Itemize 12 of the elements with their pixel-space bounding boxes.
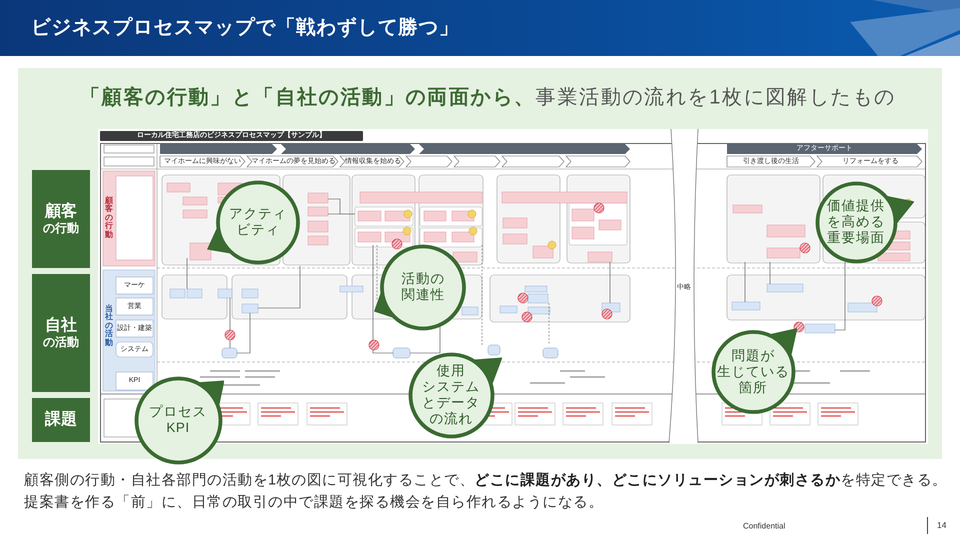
lane-label: 当社の活動 bbox=[105, 305, 113, 347]
body-text: 提案書を作る「前」に、日常の取引の中で課題を探る機会を自ら作れるようになる。 bbox=[24, 494, 604, 512]
category-band: 自社 の活動 bbox=[32, 274, 90, 392]
category-band: 課題 bbox=[32, 398, 90, 442]
body-text: 顧客側の行動・自社各部門の活動を1枚の図に可視化することで、どこに課題があり、どこにソリューションが刺さるかを特定できる。 bbox=[24, 472, 948, 490]
footer-text: Confidential bbox=[743, 521, 786, 531]
callout-bubble: 問題が生じている箇所 bbox=[710, 328, 797, 414]
lane-label: 顧客の行動 bbox=[105, 197, 113, 239]
category-band: 顧客 の行動 bbox=[32, 170, 90, 268]
page-number: 14 bbox=[937, 521, 946, 531]
subtitle: 「顧客の行動」と「自社の活動」の両面から、事業活動の流れを1枚に図解したもの bbox=[80, 86, 896, 110]
title: ビジネスプロセスマップで「戦わずして勝つ」 bbox=[31, 16, 460, 40]
